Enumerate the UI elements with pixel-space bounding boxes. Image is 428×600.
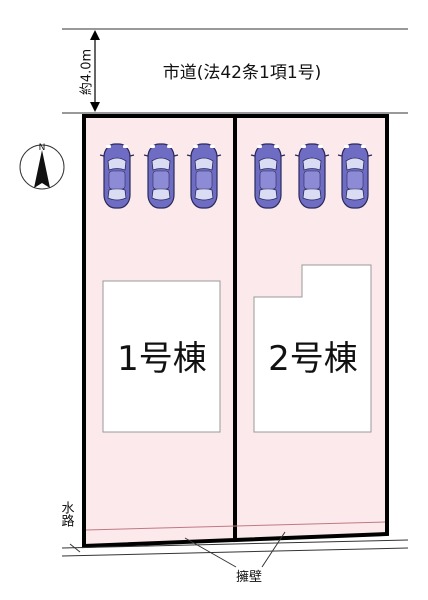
ground-line-2 (61, 547, 409, 557)
north-arrow-icon (34, 150, 50, 188)
ground-line-1 (61, 539, 409, 549)
car-icon (250, 143, 286, 209)
retaining-wall-label: 擁壁 (236, 570, 262, 585)
north-mark: N (19, 143, 65, 190)
car-icon (99, 143, 135, 209)
car-icon (143, 143, 179, 209)
building-2 (253, 264, 372, 433)
building-1 (102, 280, 221, 433)
building-2-label: 2号棟 (268, 339, 358, 379)
retaining-wall-leader-1 (184, 537, 237, 568)
retaining-wall-edge (85, 521, 386, 531)
dimension-arrow-bottom-icon (90, 102, 100, 112)
retaining-wall-leader-2 (261, 531, 286, 568)
dimension-arrow-top-icon (90, 30, 100, 40)
car-icon (186, 143, 222, 209)
waterway-leader (69, 543, 81, 553)
car-icon (337, 143, 373, 209)
waterway-label: 水路 (59, 501, 75, 527)
car-icon (294, 143, 330, 209)
building-1-label: 1号棟 (117, 339, 207, 379)
road-label: 市道(法42条1項1号) (163, 63, 322, 83)
north-letter: N (39, 143, 46, 153)
road-width-label: 約4.0m (80, 49, 95, 95)
